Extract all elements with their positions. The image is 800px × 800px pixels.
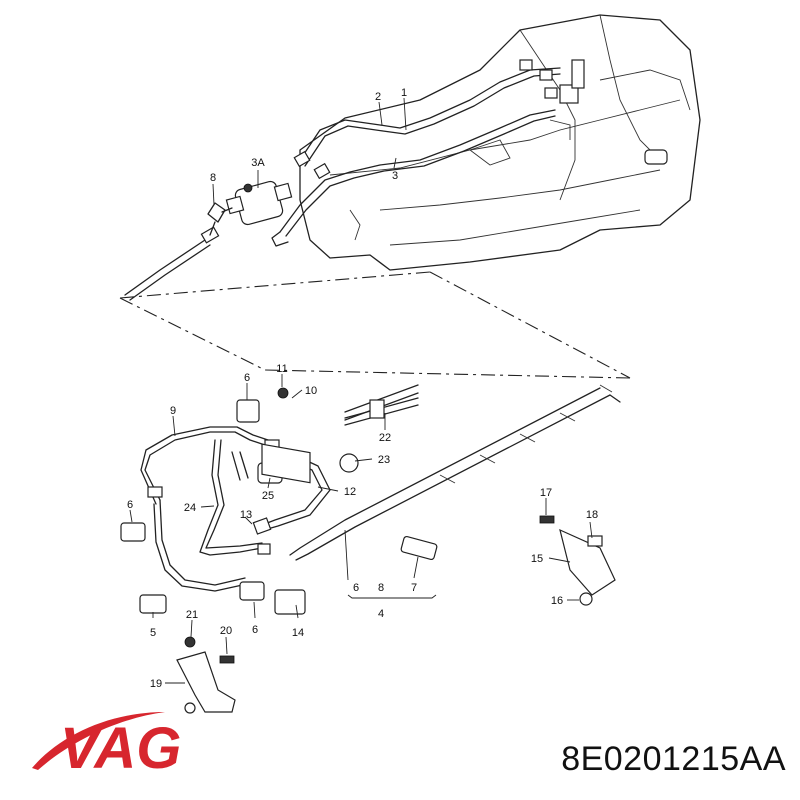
- callout-18: 18: [586, 509, 598, 521]
- callout-3: 3: [392, 170, 398, 182]
- callout-6-clip-top: 6: [244, 372, 250, 384]
- callout-23: 23: [378, 454, 390, 466]
- callout-1: 1: [401, 87, 407, 99]
- upper-fuel-lines: [271, 59, 561, 247]
- callout-11: 11: [276, 363, 287, 375]
- logo-text: VAG: [60, 716, 181, 781]
- callout-20: 20: [220, 625, 232, 637]
- clips: [120, 384, 438, 615]
- part-number: 8E0201215AA: [561, 740, 786, 778]
- callout-22: 22: [379, 432, 391, 444]
- callout-10: 10: [305, 385, 317, 397]
- callout-19: 19: [150, 678, 162, 690]
- pipe-section-8: [124, 202, 233, 301]
- callout-17: 17: [540, 487, 552, 499]
- callout-labels: 1 2 3 3A 8 6 11 10 9 22 23 12 24 25 13 6…: [127, 87, 598, 690]
- callout-25: 25: [262, 490, 274, 502]
- callout-21: 21: [186, 609, 198, 621]
- callout-12: 12: [344, 486, 356, 498]
- callout-14: 14: [292, 627, 304, 639]
- vag-logo: VAG: [32, 712, 181, 781]
- leader-lines: [129, 97, 593, 684]
- callout-9: 9: [170, 405, 176, 417]
- callout-15: 15: [531, 553, 543, 565]
- callout-7: 7: [411, 582, 417, 594]
- callout-8-upper: 8: [210, 172, 216, 184]
- bracket-19: [176, 636, 236, 714]
- fuel-tank-assembly: [299, 14, 701, 271]
- callout-13: 13: [240, 509, 252, 521]
- section-boundary: [119, 271, 631, 379]
- callout-5: 5: [150, 627, 156, 639]
- callout-4: 4: [378, 608, 384, 620]
- callout-16: 16: [551, 595, 563, 607]
- fuel-filter: [225, 180, 293, 226]
- callout-6-clip-left: 6: [127, 499, 133, 511]
- long-fuel-pipe: [289, 384, 621, 561]
- callout-24: 24: [184, 502, 196, 514]
- callout-8-pipe: 8: [378, 582, 384, 594]
- callout-3a: 3A: [251, 157, 265, 169]
- callout-6-clip-bottom: 6: [252, 624, 258, 636]
- callout-6-pipe: 6: [353, 582, 359, 594]
- bracket-15: [539, 515, 616, 606]
- callout-2: 2: [375, 91, 381, 103]
